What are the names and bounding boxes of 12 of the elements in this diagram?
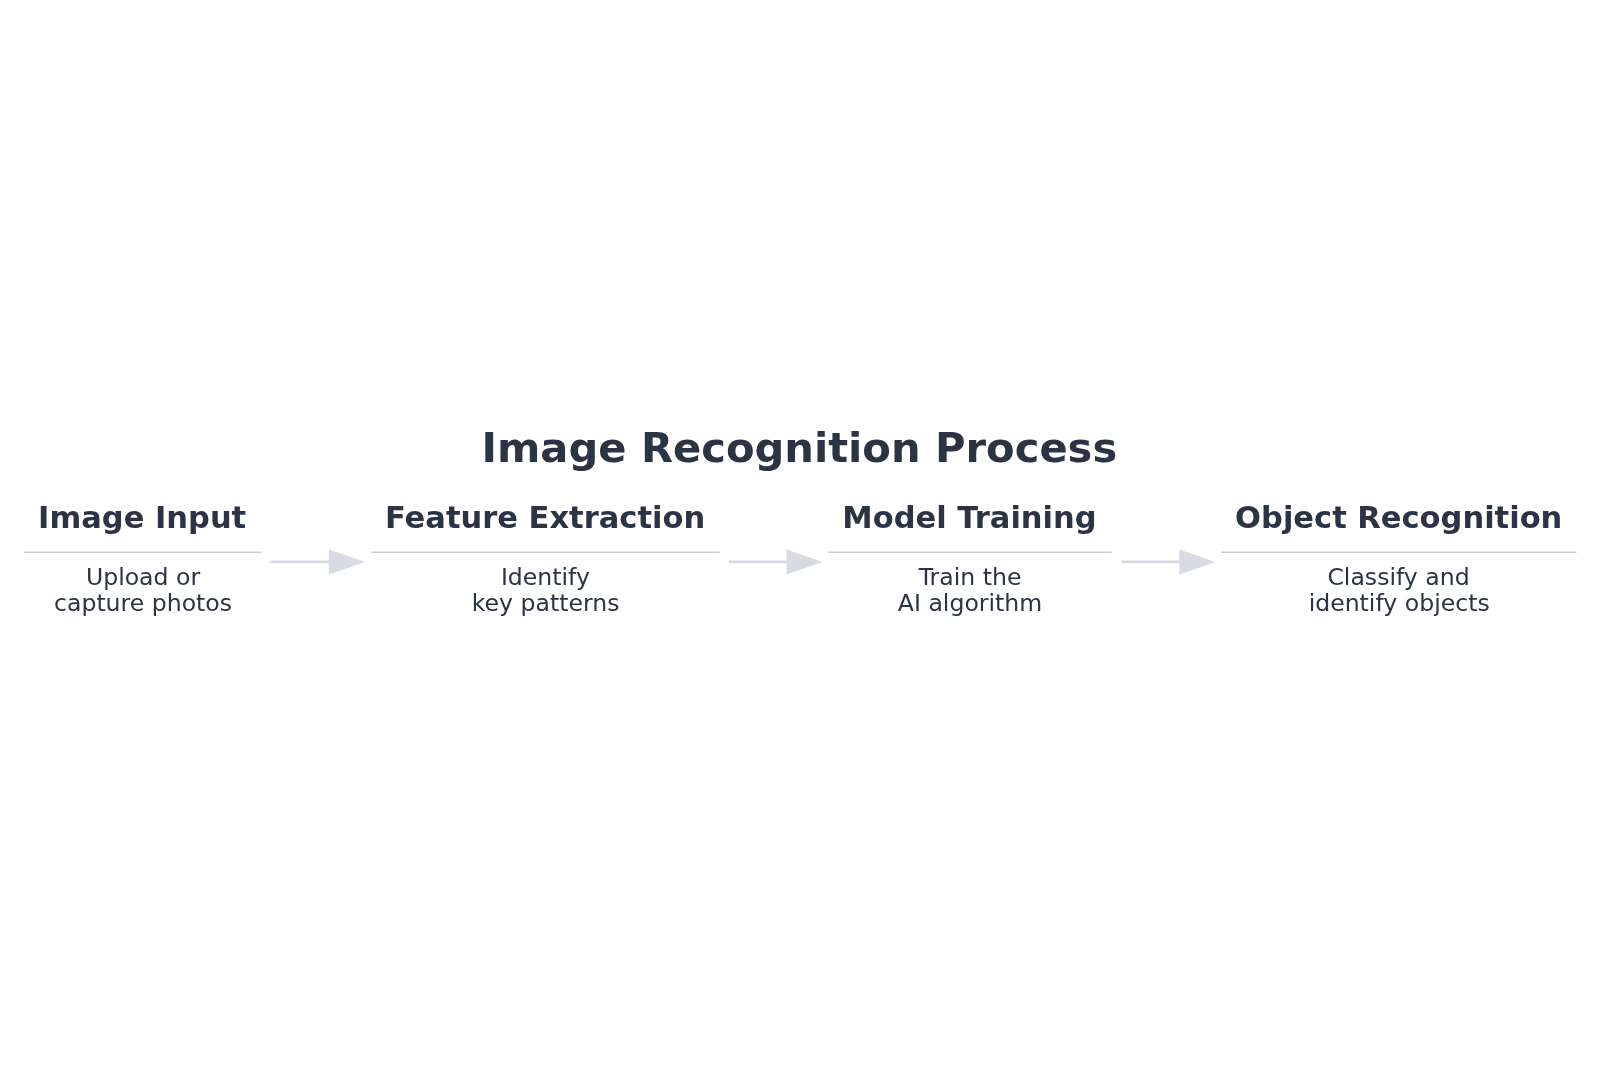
arrow [270, 549, 365, 575]
node-label: Model Training [842, 500, 1097, 536]
node-label: Train the AI algorithm [897, 562, 1043, 618]
node-label: Object Recognition [1235, 500, 1563, 536]
node-label: Feature Extraction [385, 500, 706, 536]
node-label: Upload or capture photos [54, 562, 233, 618]
node-label: Image Input [38, 500, 247, 536]
arrow [728, 549, 823, 575]
arrow [1121, 549, 1216, 575]
diagram-title: Image Recognition Process [481, 423, 1118, 473]
node-label: Identify key patterns [471, 562, 620, 618]
node-label: Classify and identify objects [1308, 562, 1490, 618]
